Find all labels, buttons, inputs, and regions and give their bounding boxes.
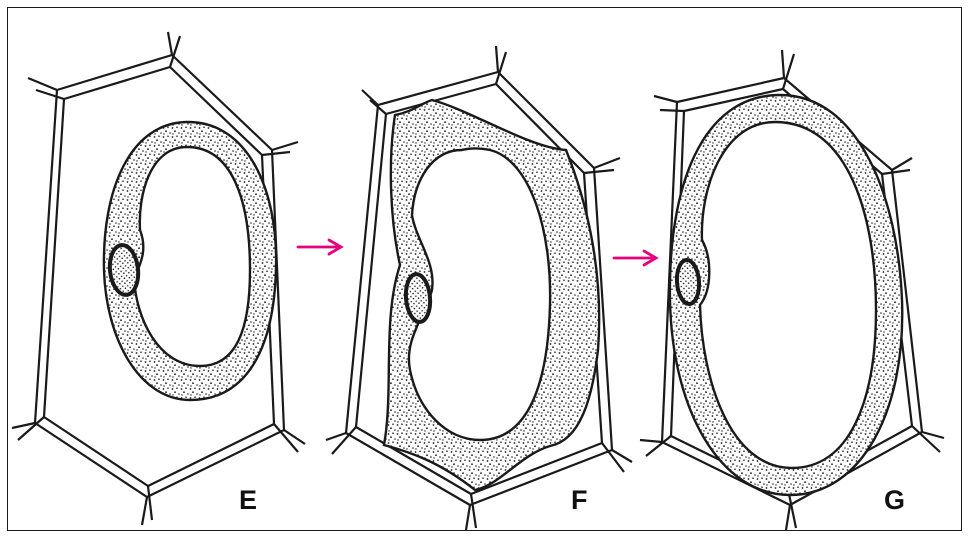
arrow-right-icon [296, 238, 344, 256]
panel-g-cell-wall [639, 49, 945, 531]
panel-e-cell-wall [11, 31, 306, 526]
panel-label-g: G [884, 485, 906, 515]
panel-label-f: F [571, 485, 588, 515]
panel-e-cytoplasm [102, 120, 278, 402]
arrow-right-icon [612, 249, 659, 267]
panel-f-cell-wall [325, 45, 633, 531]
panel-e-nucleus [107, 243, 141, 297]
panel-g-cell [639, 49, 945, 531]
panel-f-cell [325, 45, 633, 531]
panel-label-e: E [239, 485, 258, 515]
panel-f-cytoplasm [382, 98, 601, 492]
panel-g-nucleus [674, 258, 702, 306]
panel-g-cytoplasm [668, 93, 904, 497]
figure-frame [7, 7, 962, 531]
panel-e-cell [11, 31, 306, 526]
panel-f-nucleus [403, 272, 433, 324]
